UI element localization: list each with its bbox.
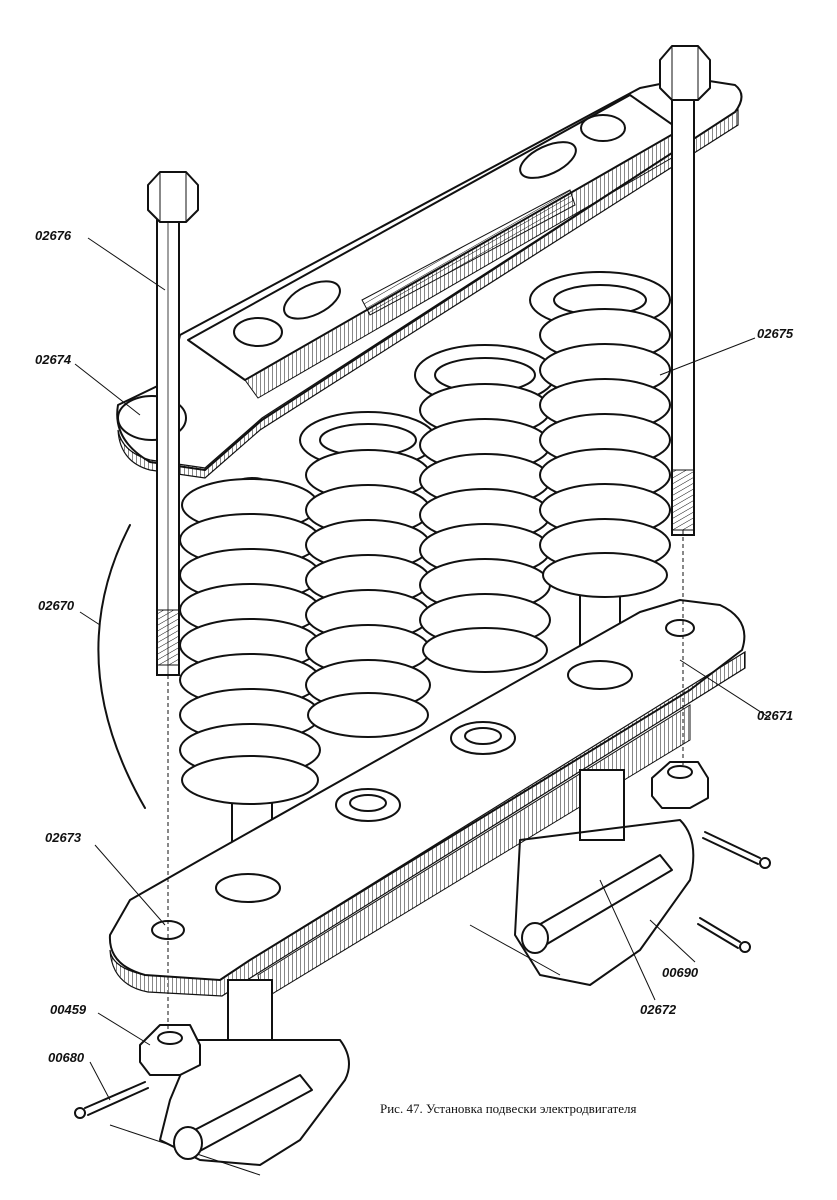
label-00690: 00690	[662, 965, 699, 980]
nut-left	[139, 1024, 201, 1076]
label-02673: 02673	[45, 830, 82, 845]
frame-lug-right	[469, 769, 695, 986]
label-00459: 00459	[50, 1002, 87, 1017]
cotter-pin-right-bottom	[697, 917, 751, 953]
cotter-pin-right-top	[702, 831, 771, 869]
label-02676: 02676	[35, 228, 72, 243]
cotter-pin-left	[74, 1081, 149, 1119]
bolt-right	[659, 45, 711, 536]
frame-lug-left	[109, 979, 350, 1176]
label-02675: 02675	[757, 326, 794, 341]
spring-3	[414, 344, 556, 673]
leader-lines	[74, 237, 771, 1101]
label-02670: 02670	[38, 598, 75, 613]
upper-bracket	[116, 77, 743, 479]
label-02672: 02672	[640, 1002, 677, 1017]
nut-right	[651, 761, 709, 809]
label-02674: 02674	[35, 352, 72, 367]
spring-4	[529, 271, 671, 681]
spring-2	[299, 411, 437, 738]
label-02671: 02671	[757, 708, 794, 723]
spring-group-arc	[97, 524, 146, 809]
label-00680: 00680	[48, 1050, 85, 1065]
figure-caption: Рис. 47. Установка подвески электродвига…	[380, 1101, 637, 1116]
